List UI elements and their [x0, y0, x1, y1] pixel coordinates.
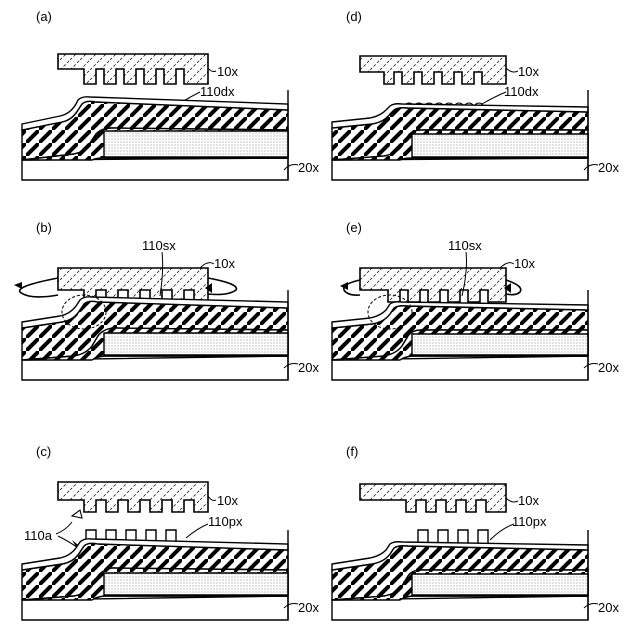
layer-stack [332, 302, 588, 380]
leader-line [506, 68, 518, 72]
leader-line [186, 524, 208, 538]
panel-d: (d) 10x 110dx 20x [332, 9, 619, 180]
material-label: 110dx [200, 84, 235, 99]
layer-stack [332, 542, 588, 620]
material-label: 110px [512, 514, 547, 529]
mold [360, 484, 506, 512]
substrate-label: 20x [598, 160, 619, 175]
mold [360, 56, 506, 84]
substrate-label: 20x [298, 360, 319, 375]
leader-line [208, 68, 216, 72]
material-label: 110dx [504, 84, 539, 99]
leader-line [208, 496, 216, 501]
mold-label: 10x [214, 256, 235, 271]
panel-a: (a) 10x 110dx 20x [22, 9, 319, 180]
rotation-arrow-right [208, 278, 236, 295]
substrate-label: 20x [598, 360, 619, 375]
panel-c: (c) 10x 110px 110a 20x [22, 444, 319, 620]
mold [58, 54, 208, 84]
mold-label: 10x [217, 64, 238, 79]
leader-line [490, 524, 514, 540]
panel-label: (b) [36, 220, 52, 235]
material-label: 110px [208, 514, 243, 529]
leader-line [56, 522, 72, 534]
panel-label: (e) [346, 220, 362, 235]
mold-label: 10x [217, 493, 238, 508]
layer-stack [22, 539, 288, 620]
layer-stack [332, 104, 588, 180]
mold-label: 10x [514, 256, 535, 271]
defect-label: 110a [24, 528, 53, 543]
panel-label: (d) [346, 9, 362, 24]
substrate-label: 20x [298, 600, 319, 615]
mold-label: 10x [518, 493, 539, 508]
panel-f: (f) 10x 110px 20x [332, 444, 619, 620]
detached-piece [72, 510, 82, 518]
mold-label: 10x [518, 64, 539, 79]
mold [58, 482, 208, 512]
mold [58, 268, 208, 302]
material-label: 110sx [448, 238, 482, 253]
layer-stack [22, 297, 288, 380]
leader-line [58, 536, 78, 548]
panel-b: (b) 10x 110sx 20x [14, 220, 319, 380]
leader-line [506, 498, 518, 502]
layer-stack [22, 97, 288, 180]
substrate-label: 20x [298, 160, 319, 175]
panel-label: (c) [36, 444, 51, 459]
panel-label: (a) [36, 9, 52, 24]
leader-line [482, 92, 506, 104]
material-label: 110sx [142, 238, 176, 253]
panel-label: (f) [346, 444, 358, 459]
substrate-label: 20x [598, 600, 619, 615]
rotation-arrow-left [20, 278, 58, 297]
panel-e: (e) 10x 110sx 20x [332, 220, 619, 380]
mold [360, 268, 506, 302]
